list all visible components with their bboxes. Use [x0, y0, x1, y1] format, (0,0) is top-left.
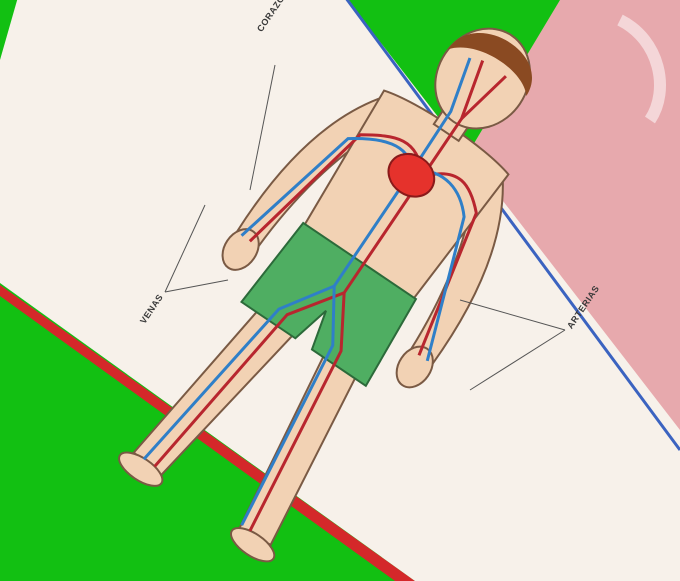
scene — [0, 0, 680, 581]
